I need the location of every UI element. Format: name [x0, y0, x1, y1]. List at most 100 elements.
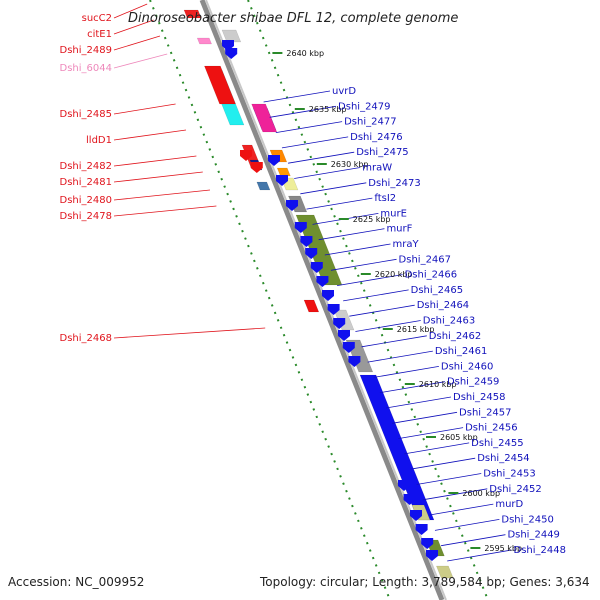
gene-label-right: Dshi_2449	[507, 530, 559, 541]
label-leader-right	[373, 366, 439, 378]
gene-label-right: Dshi_2475	[356, 147, 408, 158]
label-leader-left	[113, 35, 161, 51]
gene-label-right: Dshi_2467	[399, 254, 451, 265]
gene-label-right: Dshi_2453	[483, 469, 535, 480]
kbp-tick-label: 2600 kbp	[462, 489, 500, 498]
gene-label-left: citE1	[87, 29, 112, 40]
gene-label-right: murF	[386, 224, 412, 235]
gene-label-left: Dshi_2489	[60, 45, 112, 56]
gene-labels-layer: sucC2citE1Dshi_2489Dshi_6044Dshi_2485lld…	[60, 13, 566, 556]
gene-arrow	[250, 162, 263, 173]
gene-label-left: Dshi_2482	[60, 161, 112, 172]
kbp-tick-label: 2635 kbp	[309, 105, 347, 114]
gene-label-right: Dshi_2454	[477, 453, 529, 464]
backbone-layer	[199, 0, 447, 600]
gene-arrow	[342, 342, 355, 353]
label-leader-right	[263, 90, 331, 103]
gene-arrow	[327, 304, 340, 315]
label-leader-right	[392, 411, 458, 424]
gene-label-right: Dshi_2448	[514, 545, 566, 556]
label-leader-right	[355, 320, 421, 332]
gene-arrow	[415, 524, 428, 535]
gene-label-right: ftsI2	[374, 193, 396, 204]
kbp-tick-label: 2625 kbp	[353, 215, 391, 224]
gene-label-right: Dshi_2450	[501, 514, 553, 525]
gene-arrow	[300, 236, 313, 247]
kbp-tick-label: 2595 kbp	[484, 544, 522, 553]
gene-arrow	[225, 48, 238, 59]
gene-label-right: Dshi_2464	[417, 300, 469, 311]
label-leader-right	[330, 258, 397, 271]
gene-label-right: Dshi_2476	[350, 132, 402, 143]
kbp-tick-label: 2630 kbp	[331, 160, 369, 169]
gene-arrow	[333, 318, 346, 329]
topology-summary: Topology: circular; Length: 3,789,584 bp…	[259, 575, 590, 589]
gene-label-right: murE	[380, 208, 407, 219]
gene-label-right: murD	[495, 499, 523, 510]
gene-arrow	[286, 200, 298, 211]
gene-label-right: Dshi_2473	[368, 178, 420, 189]
gene-label-left: Dshi_2480	[60, 195, 112, 206]
genome-backbone	[199, 0, 445, 600]
label-leader-right	[422, 488, 488, 501]
gene-label-right: Dshi_2458	[453, 392, 505, 403]
gene-feature	[436, 565, 454, 579]
gene-label-right: uvrD	[332, 86, 356, 97]
gene-label-right: Dshi_2479	[338, 101, 390, 112]
gene-arrow	[338, 330, 350, 341]
map-title: Dinoroseobacter shibae DFL 12, complete …	[128, 11, 458, 26]
gene-label-right: Dshi_2477	[344, 117, 396, 128]
gene-label-right: Dshi_2459	[447, 377, 499, 388]
gene-feature	[256, 181, 271, 191]
gene-label-left: sucC2	[82, 13, 112, 24]
kbp-tick-label: 2615 kbp	[397, 325, 435, 334]
kbp-tick-label: 2605 kbp	[440, 433, 478, 442]
gene-label-right: Dshi_2463	[423, 316, 475, 327]
gene-label-left: lldD1	[86, 135, 112, 146]
label-leader-right	[361, 335, 427, 348]
label-leader-left	[113, 155, 197, 167]
label-leader-left	[113, 327, 266, 339]
label-leader-right	[385, 396, 452, 409]
label-leaders-layer	[113, 3, 512, 562]
label-leader-right	[336, 274, 403, 286]
gene-label-right: Dshi_2460	[441, 361, 493, 372]
gene-label-left: Dshi_2478	[60, 211, 112, 222]
label-leader-left	[113, 171, 203, 183]
gene-label-left: Dshi_2481	[60, 177, 112, 188]
label-leader-right	[281, 136, 349, 149]
gene-feature	[204, 65, 236, 105]
gene-arrow	[294, 222, 307, 233]
label-leader-left	[113, 53, 168, 69]
gene-feature	[183, 9, 202, 19]
kbp-tick-label: 2640 kbp	[286, 49, 324, 58]
label-leader-right	[416, 473, 482, 485]
kbp-tick-label: 2610 kbp	[419, 380, 457, 389]
gene-feature	[251, 103, 278, 133]
label-leader-right	[428, 503, 494, 516]
gene-arrow	[322, 290, 334, 301]
gene-arrow	[268, 155, 280, 166]
label-leader-left	[113, 19, 154, 35]
gene-arrow	[316, 276, 329, 287]
label-leader-left	[113, 205, 217, 217]
label-leader-right	[306, 197, 373, 210]
label-leader-right	[434, 519, 500, 531]
gene-label-right: Dshi_2462	[429, 331, 481, 342]
gene-arrow	[348, 356, 361, 367]
gene-label-right: mraY	[393, 239, 420, 250]
gene-label-left: Dshi_2485	[60, 109, 112, 120]
gene-arrow	[426, 550, 438, 561]
gene-label-right: Dshi_2465	[411, 285, 463, 296]
gene-features-layer	[183, 9, 454, 579]
gene-label-right: mraW	[362, 163, 392, 174]
kbp-tick-label: 2620 kbp	[375, 270, 413, 279]
gene-label-left: Dshi_2468	[60, 333, 112, 344]
label-leader-left	[113, 129, 187, 141]
gene-arrow	[305, 248, 318, 259]
gene-arrow	[410, 510, 422, 521]
label-leader-right	[441, 534, 506, 547]
label-leader-right	[410, 457, 476, 470]
